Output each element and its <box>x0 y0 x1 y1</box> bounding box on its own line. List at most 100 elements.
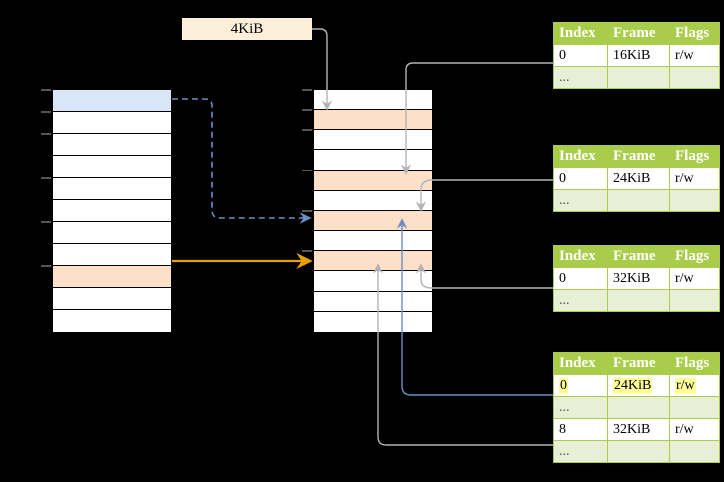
table-cell <box>607 289 670 312</box>
table-cell: 32KiB <box>607 418 670 441</box>
table-cell: 0 <box>553 44 608 67</box>
memory-row <box>53 90 171 112</box>
table-cell: 0 <box>553 374 608 397</box>
memory-row <box>314 110 432 131</box>
row-tick <box>41 221 51 223</box>
table-cell <box>669 66 720 89</box>
column-header-frame: Frame <box>607 145 670 168</box>
table-row: ... <box>553 289 720 312</box>
row-tick <box>41 133 51 135</box>
column-header-index: Index <box>553 245 608 268</box>
row-tick <box>302 250 312 252</box>
column-header-flags: Flags <box>669 245 720 268</box>
row-tick <box>302 109 312 111</box>
memory-row <box>53 310 171 332</box>
memory-row <box>53 266 171 288</box>
column-header-flags: Flags <box>669 352 720 375</box>
highlighted-value: 0 <box>559 377 568 394</box>
row-tick <box>41 265 51 267</box>
column-header-index: Index <box>553 352 608 375</box>
table-cell: r/w <box>669 267 720 290</box>
column-header-frame: Frame <box>607 245 670 268</box>
table-row: ... <box>553 396 720 419</box>
memory-row <box>314 291 432 312</box>
table-cell: 32KiB <box>607 267 670 290</box>
memory-row <box>53 134 171 156</box>
memory-row <box>53 156 171 178</box>
table-cell: 8 <box>553 418 608 441</box>
table-cell: 24KiB <box>607 374 670 397</box>
table-cell: 24KiB <box>607 167 670 190</box>
row-tick <box>302 210 312 212</box>
table-row: ... <box>553 66 720 89</box>
memory-row <box>53 288 171 310</box>
memory-row <box>314 90 432 111</box>
column-header-flags: Flags <box>669 22 720 45</box>
memory-row <box>53 178 171 200</box>
memory-row <box>314 210 432 232</box>
highlighted-value: r/w <box>675 377 696 394</box>
table-cell <box>607 440 670 463</box>
memory-row <box>314 190 432 211</box>
table-cell: ... <box>553 289 608 312</box>
highlighted-value: 24KiB <box>613 377 653 394</box>
table-row: ... <box>553 189 720 212</box>
physical-memory-column <box>313 89 433 332</box>
table-cell: 0 <box>553 167 608 190</box>
memory-row <box>314 311 432 332</box>
row-tick <box>41 177 51 179</box>
virtual-address-space-column <box>52 89 172 332</box>
table-cell: ... <box>553 66 608 89</box>
table-cell: r/w <box>669 374 720 397</box>
table-cell <box>669 289 720 312</box>
table-cell <box>607 396 670 419</box>
table-cell <box>669 189 720 212</box>
memory-row <box>53 112 171 134</box>
memory-row <box>314 150 432 171</box>
memory-row <box>314 130 432 151</box>
row-tick <box>302 129 312 131</box>
column-header-flags: Flags <box>669 145 720 168</box>
memory-row <box>314 271 432 292</box>
table-cell <box>607 189 670 212</box>
table-cell: r/w <box>669 418 720 441</box>
callout-4kib: 4KiB <box>182 18 312 40</box>
table-cell: ... <box>553 189 608 212</box>
column-header-index: Index <box>553 145 608 168</box>
memory-row <box>314 170 432 191</box>
table-cell: ... <box>553 396 608 419</box>
table-cell: r/w <box>669 167 720 190</box>
column-header-frame: Frame <box>607 352 670 375</box>
row-tick <box>41 111 51 113</box>
column-header-index: Index <box>553 22 608 45</box>
row-tick <box>302 169 312 172</box>
table-cell: ... <box>553 440 608 463</box>
memory-row <box>53 200 171 222</box>
table-row: ... <box>553 440 720 463</box>
row-tick <box>41 89 51 91</box>
memory-row <box>314 251 432 272</box>
table-row: 0 24KiB r/w <box>553 374 720 397</box>
column-header-frame: Frame <box>607 22 670 45</box>
row-tick <box>302 89 312 91</box>
table-cell: r/w <box>669 44 720 67</box>
table-cell <box>607 66 670 89</box>
memory-row <box>314 231 432 252</box>
memory-row <box>53 244 171 266</box>
table-cell <box>669 440 720 463</box>
table-cell: 0 <box>553 267 608 290</box>
table-cell: 16KiB <box>607 44 670 67</box>
